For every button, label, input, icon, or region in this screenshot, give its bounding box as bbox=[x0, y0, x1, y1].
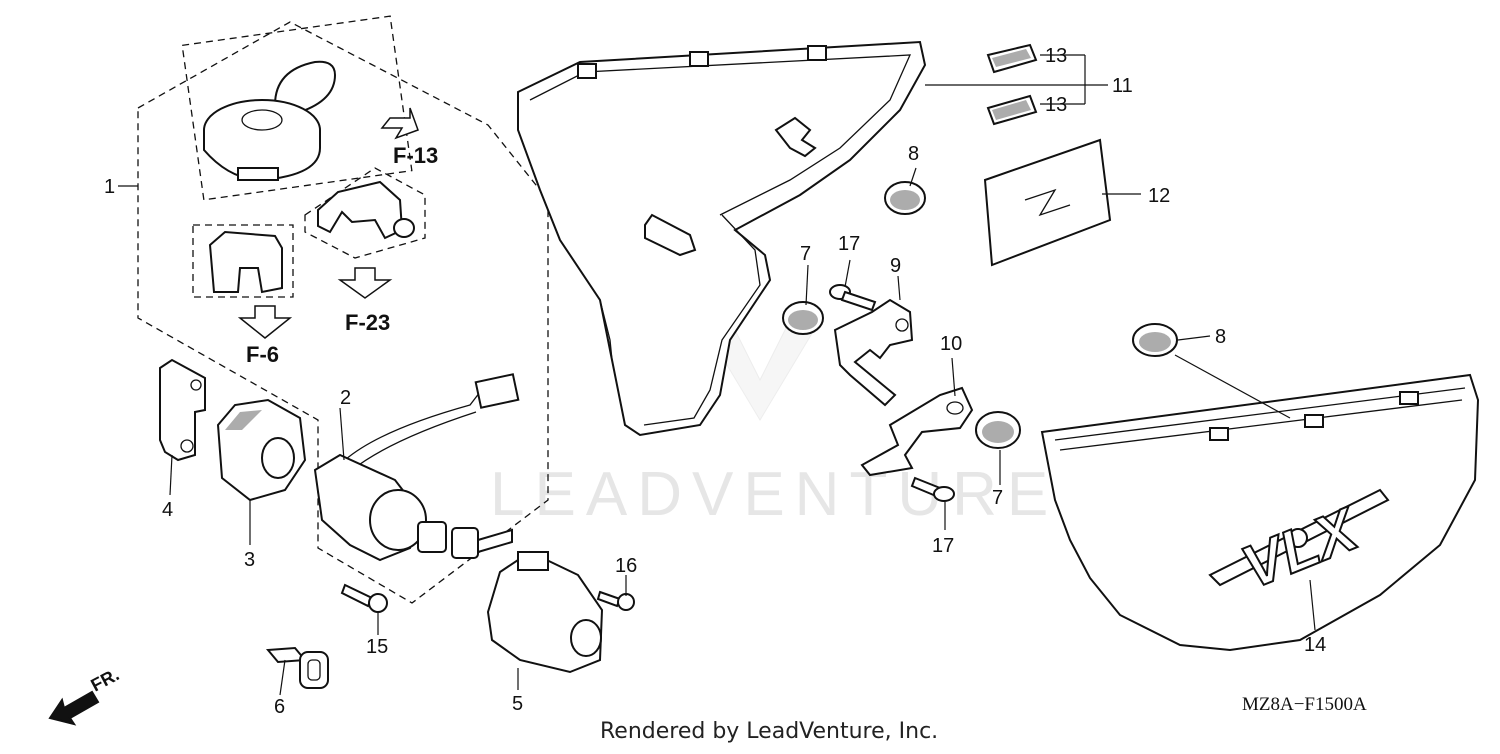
grommet-part-8a bbox=[884, 181, 926, 215]
emblem-part-13b bbox=[986, 94, 1038, 126]
decal-part-12 bbox=[983, 138, 1112, 267]
ref-label-f23: F-23 bbox=[345, 310, 390, 335]
front-label: FR. bbox=[87, 664, 122, 695]
callout-11: 11 bbox=[1112, 75, 1133, 97]
callout-16: 16 bbox=[615, 555, 637, 577]
seat-lock-part bbox=[317, 180, 415, 240]
callout-3: 3 bbox=[244, 549, 255, 571]
grommet-part-7a bbox=[782, 301, 824, 335]
callout-7a: 7 bbox=[800, 243, 811, 265]
bracket-part-4 bbox=[159, 358, 206, 462]
callout-8a: 8 bbox=[908, 143, 919, 165]
callout-12: 12 bbox=[1148, 185, 1170, 207]
callout-6: 6 bbox=[274, 696, 285, 718]
ref-label-f6: F-6 bbox=[246, 342, 279, 367]
callout-15: 15 bbox=[366, 636, 388, 658]
front-direction-arrow bbox=[48, 690, 100, 726]
watermark-text: LEADVENTURE bbox=[490, 460, 1058, 529]
callout-8b: 8 bbox=[1215, 326, 1226, 348]
fuel-cap-part bbox=[203, 60, 337, 182]
callout-5: 5 bbox=[512, 693, 523, 715]
callout-17a: 17 bbox=[838, 233, 860, 255]
callout-17b: 17 bbox=[932, 535, 954, 557]
callout-13b: 13 bbox=[1045, 94, 1067, 116]
bolt-part-17a bbox=[829, 284, 877, 312]
grommet-part-8b bbox=[1132, 323, 1178, 357]
callout-7b: 7 bbox=[992, 487, 1003, 509]
cylinder-part-3 bbox=[216, 398, 307, 502]
callout-1: 1 bbox=[104, 176, 115, 198]
bracket-part-9 bbox=[833, 298, 914, 407]
diagram-code: MZ8A−F1500A bbox=[1242, 694, 1367, 715]
callout-2: 2 bbox=[340, 387, 351, 409]
screw-part-16 bbox=[596, 590, 635, 611]
ref-label-f13: F-13 bbox=[393, 143, 438, 168]
emblem-part-13a bbox=[986, 43, 1038, 74]
callout-14: 14 bbox=[1304, 634, 1326, 656]
callout-13a: 13 bbox=[1045, 45, 1067, 67]
grommet-part-7b bbox=[975, 411, 1021, 449]
callout-labels: 1 2 3 4 5 6 7 7 8 8 9 10 11 12 13 13 14 … bbox=[104, 45, 1326, 718]
bolt-part-17b bbox=[910, 476, 955, 502]
callout-4: 4 bbox=[162, 499, 173, 521]
ref-arrow-f23 bbox=[337, 267, 393, 299]
left-side-cover-part bbox=[517, 40, 927, 437]
key-part-6 bbox=[265, 646, 329, 689]
leader-lines bbox=[169, 54, 1316, 696]
callout-10: 10 bbox=[940, 333, 962, 355]
credit-text: Rendered by LeadVenture, Inc. bbox=[600, 719, 938, 744]
ref-arrow-f6 bbox=[237, 305, 293, 339]
ref-arrow-f13 bbox=[380, 107, 419, 140]
bracket-part-10 bbox=[860, 386, 974, 477]
ignition-switch-part-2 bbox=[313, 373, 520, 562]
helmet-holder-part bbox=[208, 230, 283, 294]
right-side-cover-part bbox=[1040, 373, 1480, 652]
screw-part-15 bbox=[340, 583, 388, 613]
cover-part-5 bbox=[486, 550, 604, 674]
callout-9: 9 bbox=[890, 255, 901, 277]
